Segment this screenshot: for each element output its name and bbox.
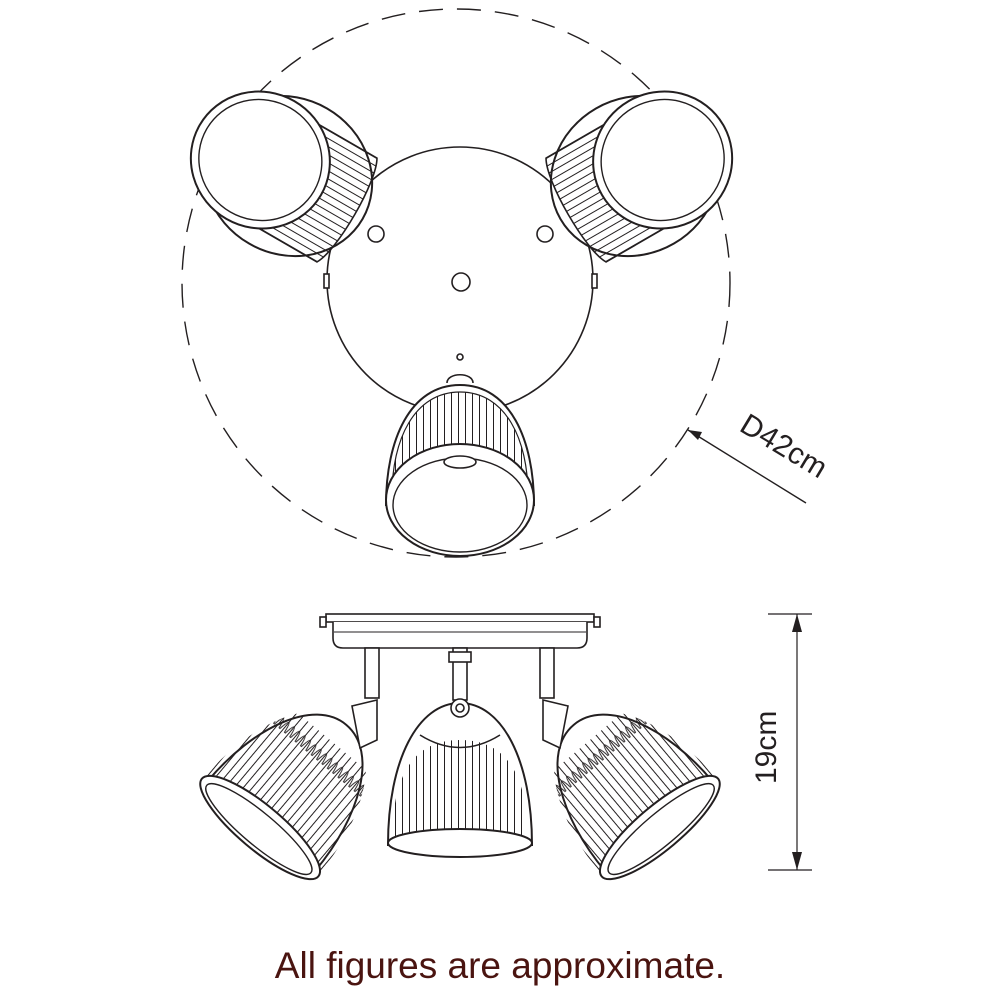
plate-screw	[451, 272, 471, 292]
diameter-outline	[181, 8, 731, 558]
side-ceiling-plate	[319, 613, 601, 649]
arm-left	[364, 647, 380, 699]
height-dimension	[768, 613, 812, 871]
plan-shade-left	[189, 90, 378, 263]
diameter-label: D42cm	[734, 408, 832, 485]
height-label: 19cm	[750, 711, 783, 784]
approximate-figures-note: All figures are approximate.	[274, 945, 726, 986]
side-shade-center	[386, 698, 534, 858]
diameter-leader	[687, 429, 807, 504]
plan-shade-bottom	[384, 373, 536, 557]
arm-right	[539, 647, 555, 699]
plan-shade-right	[545, 90, 734, 263]
